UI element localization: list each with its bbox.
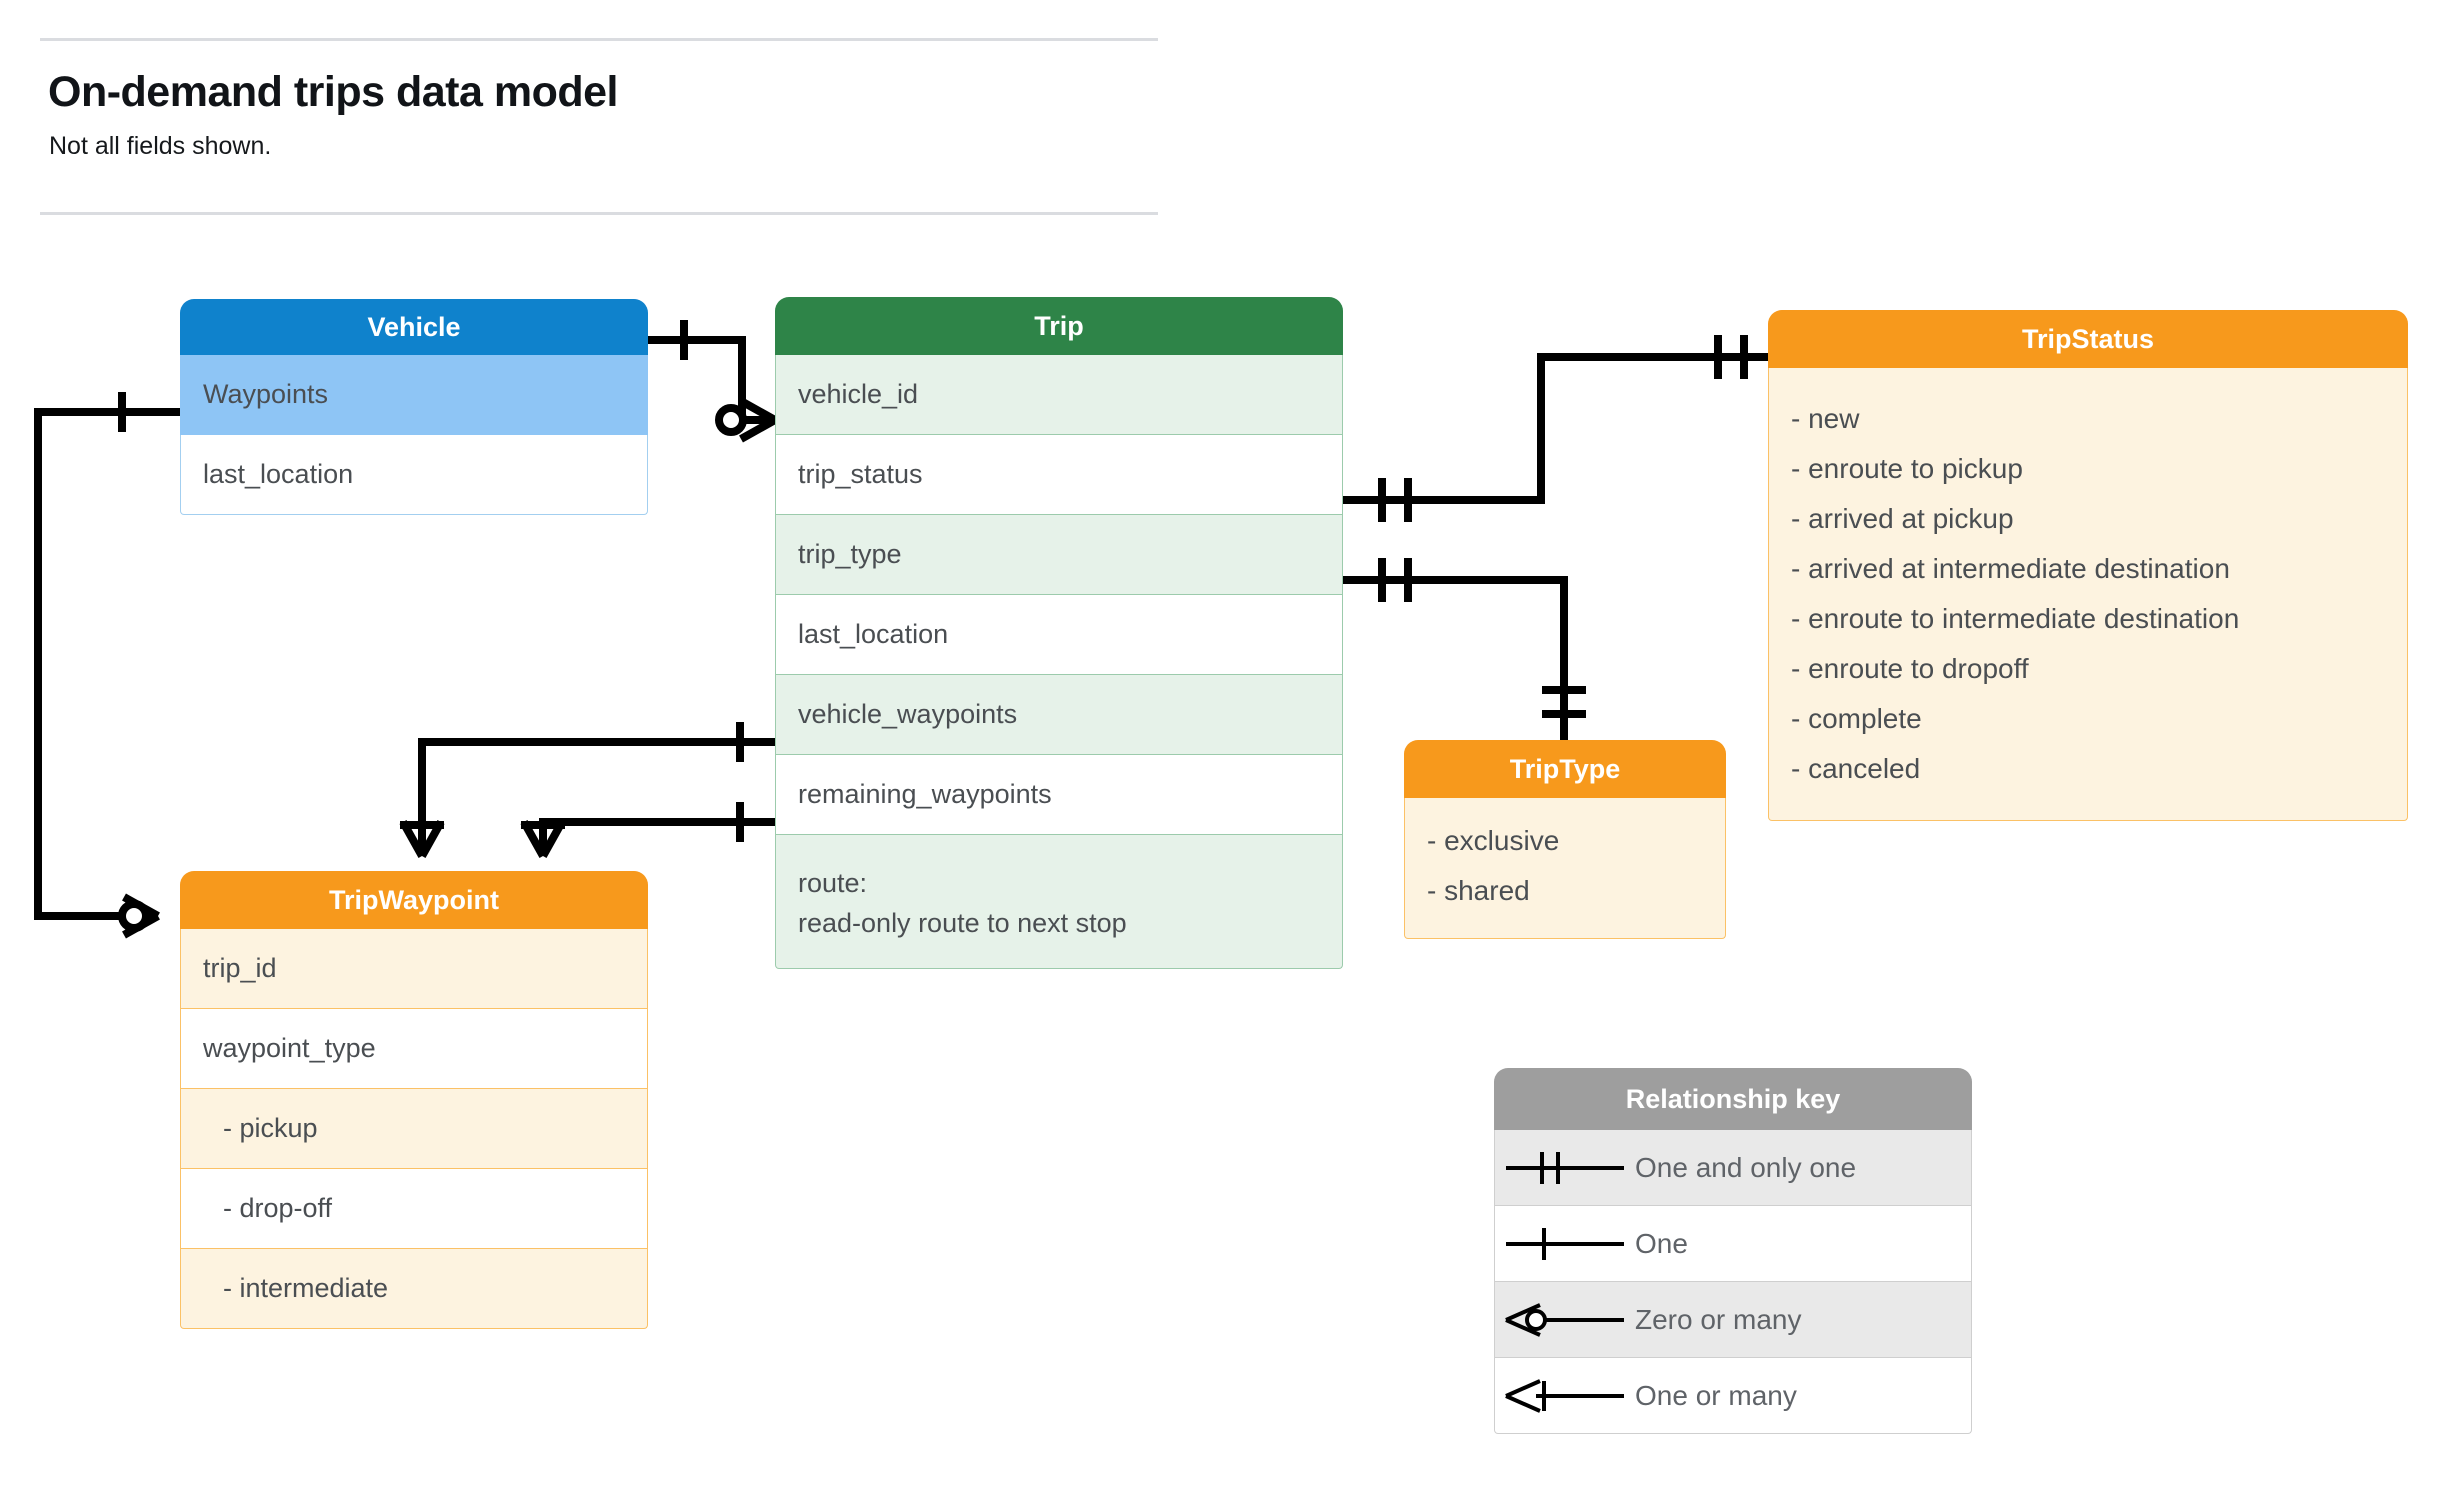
- trip-status-value: - complete: [1791, 703, 1922, 734]
- page-subtitle: Not all fields shown.: [49, 132, 272, 160]
- entity-trip-status-values: - new - enroute to pickup - arrived at p…: [1768, 368, 2408, 821]
- entity-vehicle[interactable]: Vehicle Waypoints last_location: [180, 299, 648, 515]
- field-trip-route-description: read-only route to next stop: [798, 907, 1127, 938]
- entity-vehicle-title: Vehicle: [180, 299, 648, 355]
- trip-status-value: - canceled: [1791, 753, 1921, 784]
- conn-vehicle-waypoints-tripwaypoint: [34, 408, 180, 920]
- trip-status-value: - enroute to dropoff: [1791, 653, 2029, 684]
- entity-trip-type[interactable]: TripType - exclusive - shared: [1404, 740, 1726, 939]
- legend-item-one-and-only-one: One and only one: [1494, 1130, 1972, 1206]
- page-title: On-demand trips data model: [48, 68, 618, 116]
- trip-type-value: - exclusive: [1427, 825, 1560, 856]
- field-trip-route-label: route:: [798, 868, 868, 899]
- zero-or-many-icon: [1495, 1297, 1635, 1343]
- conn-vehicle-waypoints: [418, 738, 775, 856]
- field-trip-remaining-waypoints[interactable]: remaining_waypoints: [775, 755, 1343, 835]
- legend-item-one-or-many: One or many: [1494, 1358, 1972, 1434]
- field-trip-last-location[interactable]: last_location: [775, 595, 1343, 675]
- relationship-key-title: Relationship key: [1494, 1068, 1972, 1130]
- legend-label: One: [1635, 1227, 1688, 1259]
- field-vehicle-last-location[interactable]: last_location: [180, 435, 648, 515]
- conn-remaining-waypoints: [539, 818, 775, 856]
- trip-status-value: - enroute to intermediate destination: [1791, 603, 2240, 634]
- entity-trip-status[interactable]: TripStatus - new - enroute to pickup - a…: [1768, 310, 2408, 821]
- conn-triptype: [1343, 576, 1568, 740]
- trip-status-value: - arrived at intermediate destination: [1791, 553, 2230, 584]
- entity-trip-waypoint-title: TripWaypoint: [180, 871, 648, 929]
- legend-item-one: One: [1494, 1206, 1972, 1282]
- entity-trip-waypoint[interactable]: TripWaypoint trip_id waypoint_type - pic…: [180, 871, 648, 1329]
- field-vehicle-waypoints[interactable]: Waypoints: [180, 355, 648, 435]
- one-and-only-one-icon: [1495, 1145, 1635, 1191]
- relationship-key: Relationship key One and only one: [1494, 1068, 1972, 1434]
- legend-label: One and only one: [1635, 1151, 1857, 1183]
- entity-trip-title: Trip: [775, 297, 1343, 355]
- field-tripwaypoint-waypoint-type[interactable]: waypoint_type: [180, 1009, 648, 1089]
- legend-item-zero-or-many: Zero or many: [1494, 1282, 1972, 1358]
- legend-label: One or many: [1635, 1379, 1797, 1411]
- field-trip-vehicle-id[interactable]: vehicle_id: [775, 355, 1343, 435]
- field-tripwaypoint-trip-id[interactable]: trip_id: [180, 929, 648, 1009]
- field-trip-trip-type[interactable]: trip_type: [775, 515, 1343, 595]
- waypoint-type-intermediate: - intermediate: [180, 1249, 648, 1329]
- field-trip-trip-status[interactable]: trip_status: [775, 435, 1343, 515]
- entity-trip-status-title: TripStatus: [1768, 310, 2408, 368]
- waypoint-type-pickup: - pickup: [180, 1089, 648, 1169]
- entity-trip-type-values: - exclusive - shared: [1404, 798, 1726, 939]
- trip-status-value: - enroute to pickup: [1791, 453, 2023, 484]
- conn-tripstatus: [1343, 353, 1768, 504]
- field-trip-vehicle-waypoints[interactable]: vehicle_waypoints: [775, 675, 1343, 755]
- entity-trip[interactable]: Trip vehicle_id trip_status trip_type la…: [775, 297, 1343, 969]
- trip-status-value: - new: [1791, 403, 1860, 434]
- legend-label: Zero or many: [1635, 1303, 1802, 1335]
- one-or-many-icon: [1495, 1373, 1635, 1419]
- header-divider-top: [40, 38, 1158, 41]
- entity-trip-type-title: TripType: [1404, 740, 1726, 798]
- field-trip-route[interactable]: route: read-only route to next stop: [775, 835, 1343, 969]
- trip-type-value: - shared: [1427, 875, 1530, 906]
- trip-status-value: - arrived at pickup: [1791, 503, 2014, 534]
- conn-vehicle-trip: [648, 336, 775, 424]
- one-icon: [1495, 1221, 1635, 1267]
- waypoint-type-drop-off: - drop-off: [180, 1169, 648, 1249]
- header-divider-bottom: [40, 212, 1158, 215]
